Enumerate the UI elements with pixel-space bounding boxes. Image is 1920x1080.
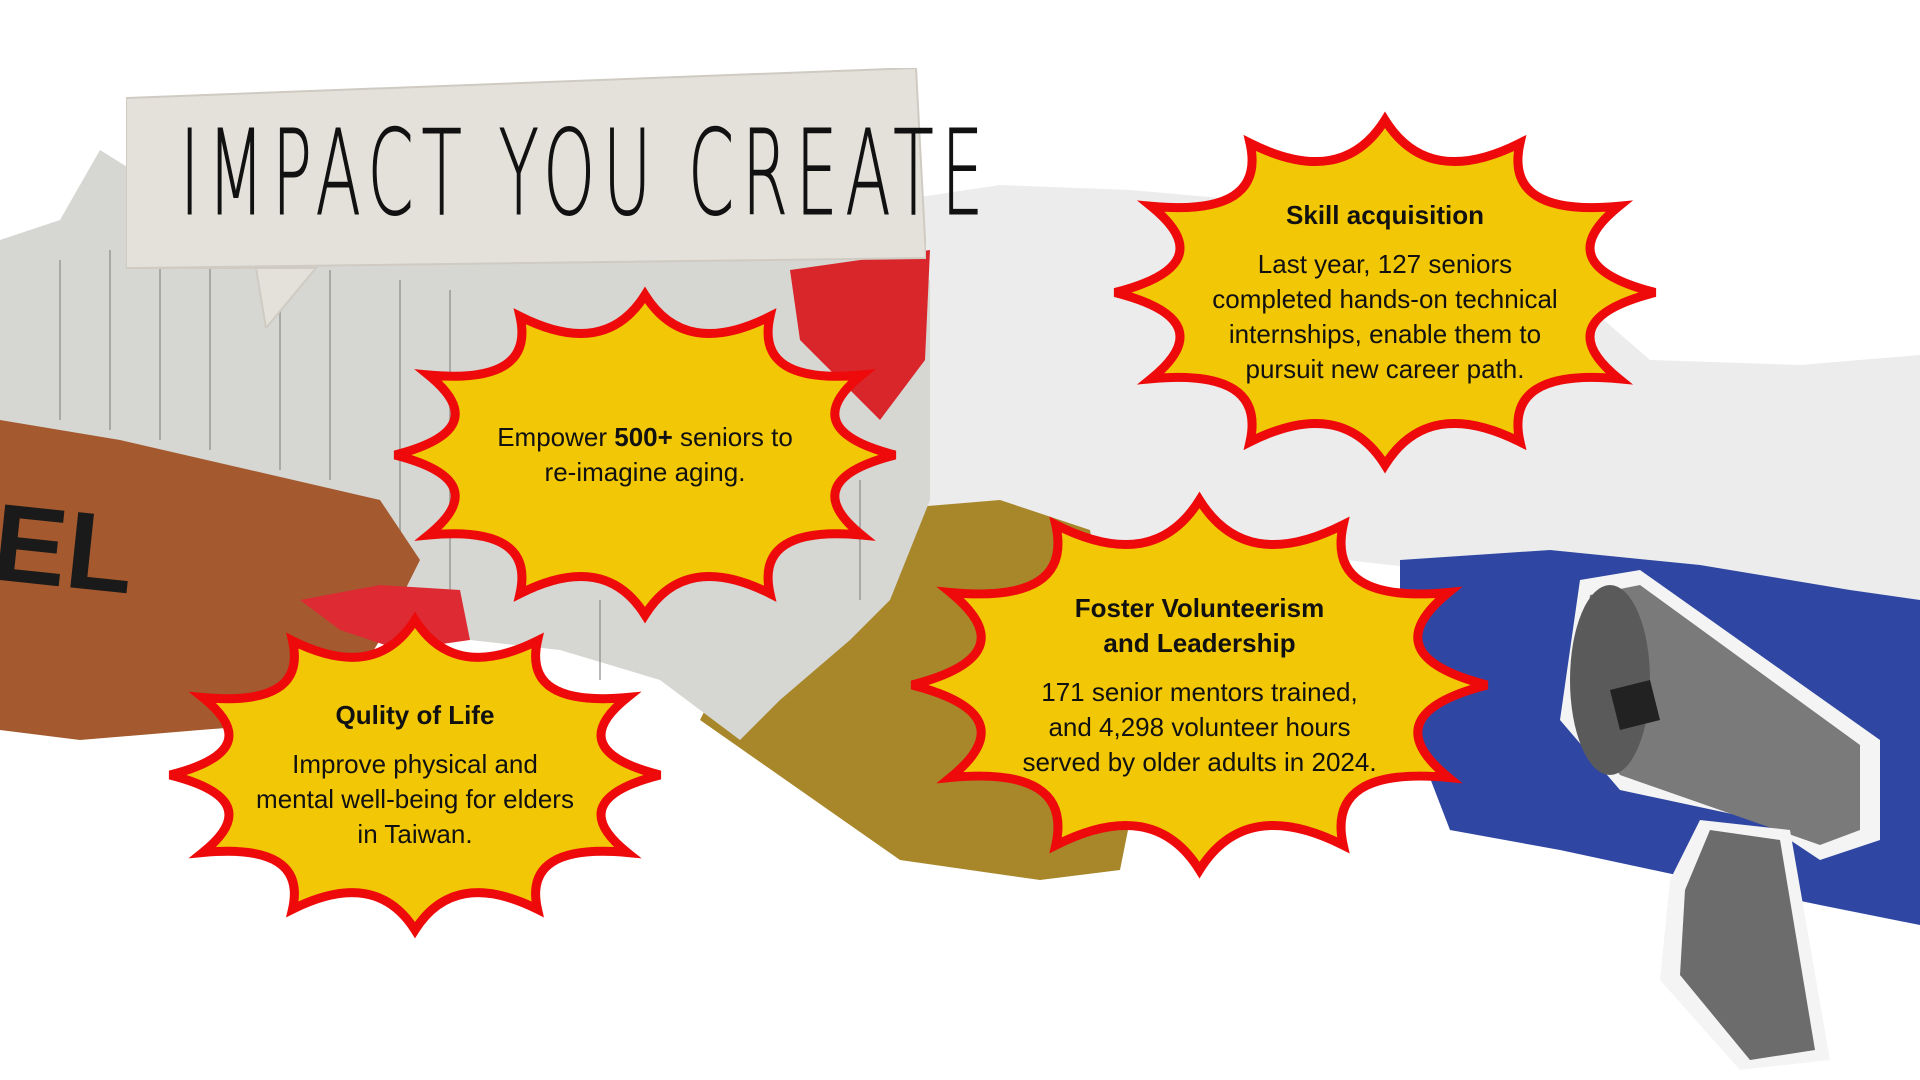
highlight-number: 500+ xyxy=(614,422,673,452)
starburst-outline xyxy=(1113,111,1657,474)
card-foster-volunteerism: Foster Volunteerism and Leadership 171 s… xyxy=(910,491,1489,879)
text-before: Empower xyxy=(497,422,615,452)
card-body: Improve physical and mental well-being f… xyxy=(256,749,574,849)
card-body: Last year, 127 seniors completed hands-o… xyxy=(1212,249,1558,384)
starburst-outline xyxy=(168,611,662,939)
card-quality-of-life: Qulity of Life Improve physical and ment… xyxy=(168,611,662,939)
starburst-shape xyxy=(910,491,1489,879)
card-body: 171 senior mentors trained, and 4,298 vo… xyxy=(1022,676,1377,777)
starburst-shape xyxy=(168,611,662,939)
megaphone-illustration xyxy=(1560,570,1880,1070)
page-title: IMPACT YOU CREATE xyxy=(180,104,984,242)
card-skill-acquisition: Skill acquisition Last year, 127 seniors… xyxy=(1113,111,1657,474)
title-paper-note xyxy=(126,68,926,328)
starburst-outline xyxy=(910,491,1489,879)
card-heading: Foster Volunteerism and Leadership xyxy=(1074,592,1325,658)
red-paper-piece xyxy=(790,250,930,420)
starburst-shape xyxy=(1113,111,1657,474)
sign-fragment: EL xyxy=(0,480,140,617)
card-empower: Empower 500+ seniors to re-imagine aging… xyxy=(393,286,897,624)
card-empower-text: Empower 500+ seniors to re-imagine aging… xyxy=(497,420,793,490)
starburst-outline xyxy=(393,286,897,624)
card-heading: Skill acquisition xyxy=(1286,200,1484,230)
text-after: seniors to re-imagine aging. xyxy=(544,422,793,487)
starburst-shape xyxy=(393,286,897,624)
card-heading: Qulity of Life xyxy=(335,700,495,730)
